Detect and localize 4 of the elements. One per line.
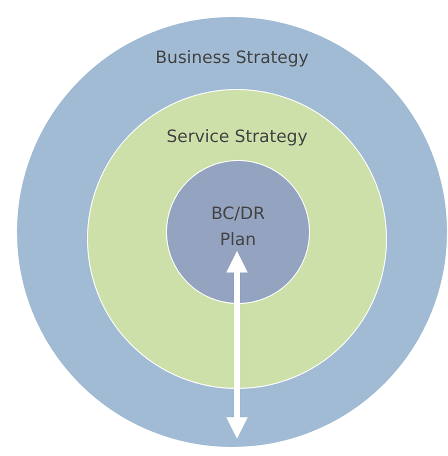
circle-label: Business Strategy [154, 47, 310, 70]
double-arrow [226, 250, 248, 439]
circle-label: BC/DR Plan [210, 203, 266, 252]
circle-label: Service Strategy [165, 126, 309, 149]
